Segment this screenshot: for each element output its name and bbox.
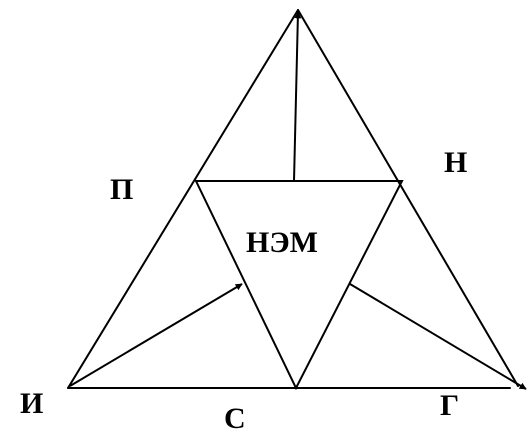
label-n: Н (444, 146, 467, 179)
arrow-to-apex (293, 11, 302, 182)
label-i: И (20, 387, 43, 420)
label-s: С (224, 402, 246, 435)
label-g: Г (440, 389, 459, 422)
outer-triangle-right-side (297, 9, 519, 387)
arrow-from-left-corner (69, 283, 243, 387)
outer-triangle-left-side (67, 9, 299, 389)
arrow-to-right-corner (349, 283, 527, 390)
label-nem: НЭМ (246, 226, 318, 259)
label-p: П (110, 173, 133, 206)
inner-inverted-triangle (194, 180, 404, 391)
